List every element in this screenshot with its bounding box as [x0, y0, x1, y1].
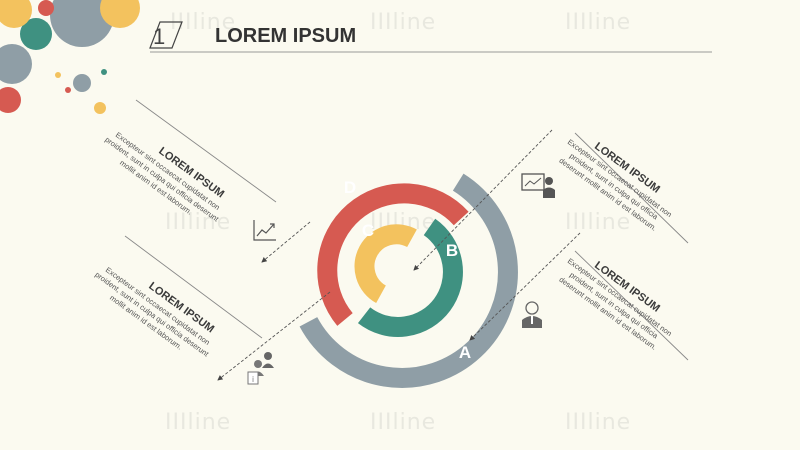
svg-text:i: i [252, 375, 254, 384]
watermark: IIIline [565, 210, 632, 235]
slide-number-box [149, 21, 183, 49]
ring-diagram [299, 173, 518, 388]
ring-label-a: A [459, 343, 471, 362]
ring-d [317, 183, 469, 326]
arrow-bottom-right [469, 232, 581, 341]
slide-number: 1 [153, 24, 166, 49]
watermark: IIIline [165, 410, 232, 435]
watermark: IIIline [370, 410, 437, 435]
ring-b [357, 218, 463, 337]
growth-chart-icon [253, 220, 276, 241]
ring-label-b: B [446, 241, 458, 260]
block-rules [124, 99, 689, 361]
ring-c [354, 224, 417, 304]
watermark: IIIline [165, 210, 232, 235]
slide-title: LOREM IPSUM [215, 25, 357, 47]
businessman-icon [522, 301, 542, 328]
ring-label-c: C [362, 221, 374, 240]
watermark: IIIline [370, 10, 437, 35]
ring-label-d: D [344, 178, 356, 197]
arrow-top-left [261, 221, 311, 263]
team-icon: i [247, 352, 274, 385]
presentation-board-icon [521, 173, 555, 198]
arrow-bottom-left [217, 291, 331, 381]
watermark: IIIline [565, 410, 632, 435]
connector-arrows [217, 129, 581, 381]
decorative-bubbles [0, 0, 140, 114]
watermark: IIIline [565, 10, 632, 35]
ring-a [299, 173, 518, 388]
arrow-top-right [413, 129, 553, 271]
